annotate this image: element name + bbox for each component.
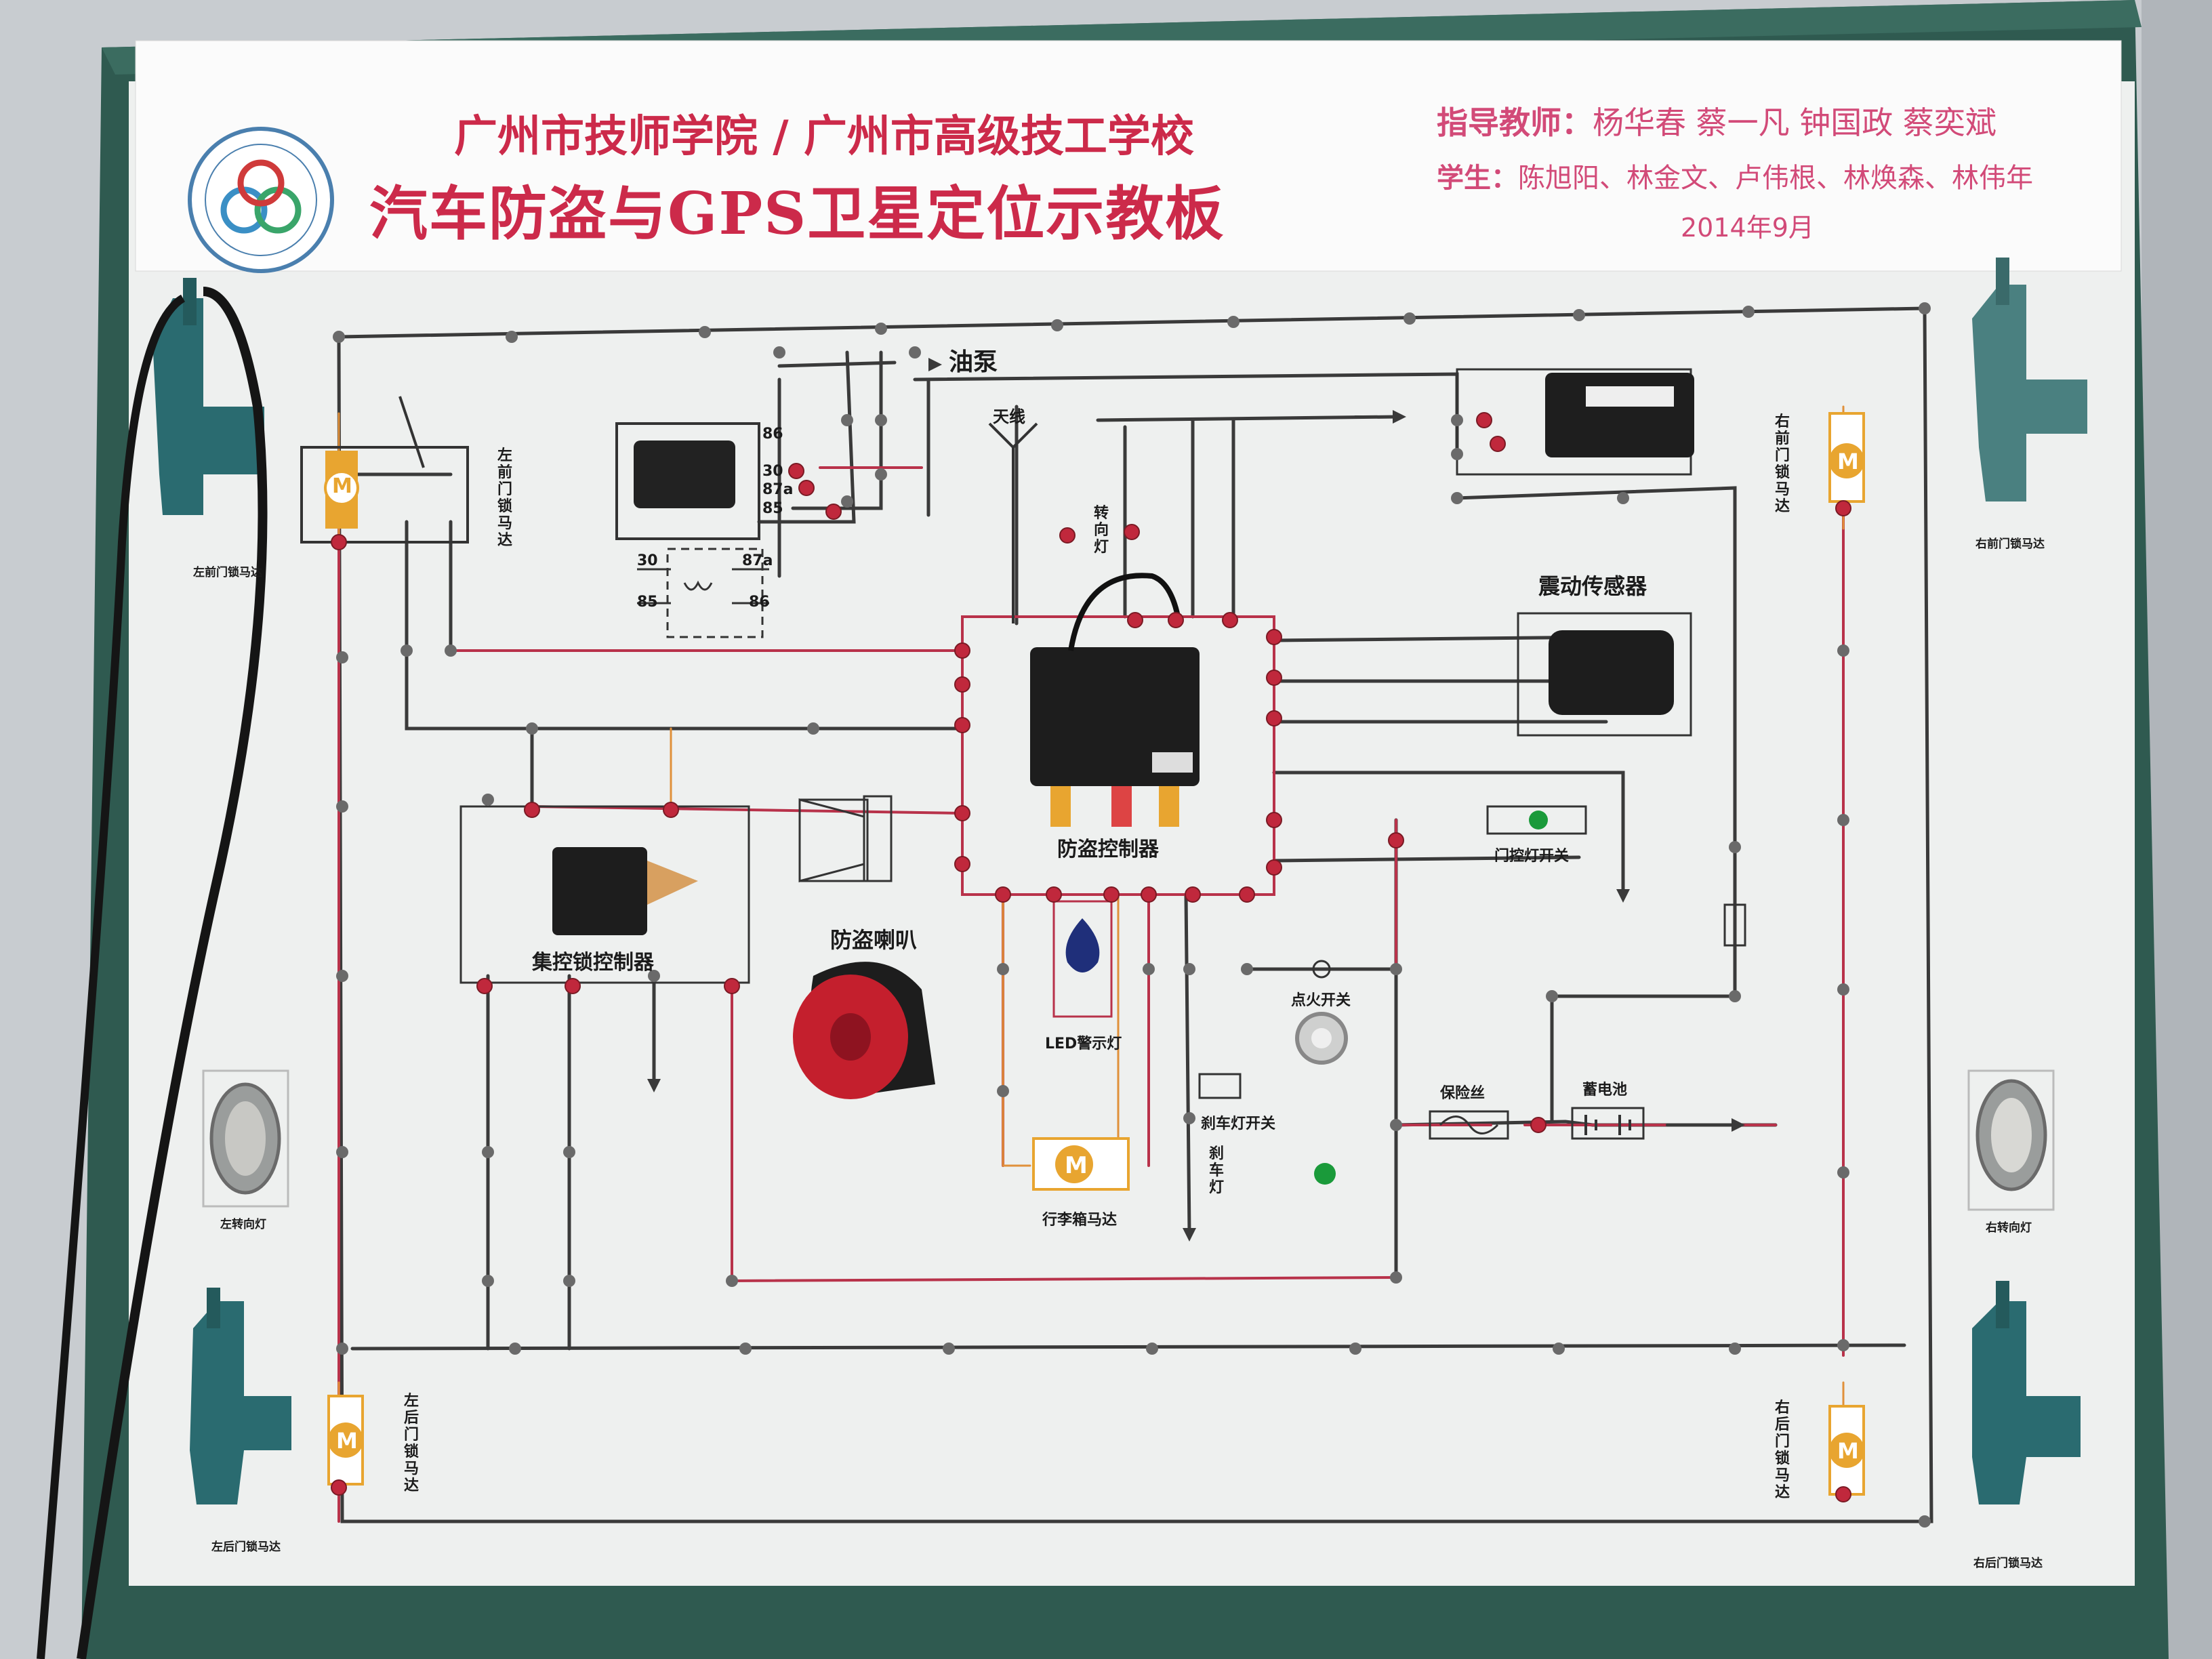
relay-pin-85: 85 [762,500,783,517]
fr-motor-symbol: M [1837,449,1859,474]
date-text: 2014年9月 [1681,213,1814,243]
central-lock-unit [552,847,647,935]
relay-symbol-pin-87a: 87a [742,552,773,569]
left-turn-light-label: 左转向灯 [220,1218,266,1231]
relay-pin-86: 86 [762,426,783,443]
relay-unit [634,441,735,508]
relay-symbol-pin-85: 85 [637,594,658,611]
alarm-horn-label: 防盗喇叭 [830,927,918,953]
rear-right-lock-motor-label: 右后门锁马达 [1973,1557,2043,1570]
door-light-switch-label: 门控灯开关 [1494,848,1570,865]
trunk-motor-symbol: M [1065,1152,1088,1179]
front-right-lock-motor-label: 右前门锁马达 [1975,537,2045,551]
turn-signal-label: 转向灯 [1093,505,1109,556]
fuse-label: 保险丝 [1440,1085,1486,1102]
students-label: 学生： [1437,163,1518,194]
relay-pin-30: 30 [762,463,783,480]
alarm-controller-label: 防盗控制器 [1057,838,1159,861]
led-lamp [1065,918,1100,972]
fl-motor-symbol: M [332,474,352,498]
relay-symbol-pin-30: 30 [637,552,658,569]
front-right-lock-motor-vertical-label: 右前门锁马达 [1774,413,1790,515]
board-title: 汽车防盗与GPS卫星定位示教板 [369,180,1225,248]
students-names: 陈旭阳、林金文、卢伟根、林焕森、林伟年 [1518,163,2033,194]
relay-symbol-pin-86: 86 [749,594,770,611]
rear-left-lock-motor-label: 左后门锁马达 [211,1540,281,1554]
rr-motor-symbol: M [1837,1438,1859,1464]
red-terminals [331,412,1851,1502]
teachers-line: 指导教师：杨华春 蔡一凡 钟国政 蔡奕斌 [1437,98,1996,143]
brake-light-switch-label: 刹车灯开关 [1201,1115,1276,1132]
panel-surface [129,81,2135,1586]
arrowheads [647,358,1745,1242]
right-turn-light-label: 右转向灯 [1986,1221,2032,1235]
ignition-switch-label: 点火开关 [1291,992,1351,1009]
front-left-lock-motor-label: 左前门锁马达 [193,566,262,579]
relay-pin-87a: 87a [762,481,794,498]
led-warning-label: LED警示灯 [1045,1036,1122,1052]
actuator-front-right [1972,258,2087,501]
fuel-pump-label: 油泵 [949,348,998,376]
battery-label: 蓄电池 [1582,1082,1628,1099]
rear-right-lock-motor-vertical-label: 右后门锁马达 [1774,1399,1790,1501]
teachers-label: 指导教师： [1437,104,1593,141]
students-line: 学生：陈旭阳、林金文、卢伟根、林焕森、林伟年 [1437,156,2033,195]
actuator-rear-left [190,1288,291,1504]
actuator-front-left [152,278,264,515]
actuator-rear-right [1972,1281,2081,1504]
antenna-label: 天线 [993,407,1025,426]
vibration-sensor-unit [1549,630,1674,715]
teachers-names: 杨华春 蔡一凡 钟国政 蔡奕斌 [1593,104,1996,141]
school-logo [188,127,334,273]
brake-light-label: 刹车灯 [1208,1145,1224,1196]
school-name: 广州市技师学院 / 广州市高级技工学校 [454,111,1194,162]
alarm-controller-unit [1030,647,1200,786]
rl-motor-symbol: M [336,1428,358,1454]
trunk-motor-label: 行李箱马达 [1042,1212,1118,1229]
rear-left-lock-motor-vertical-label: 左后门锁马达 [403,1393,419,1494]
gps-unit [1545,373,1694,457]
vibration-sensor-label: 震动传感器 [1538,573,1647,599]
central-lock-controller-label: 集控锁控制器 [532,951,654,975]
terminal-dots [333,302,1931,1528]
header-banner [135,40,2122,272]
front-left-lock-motor-vertical-label: 左前门锁马达 [497,447,512,549]
